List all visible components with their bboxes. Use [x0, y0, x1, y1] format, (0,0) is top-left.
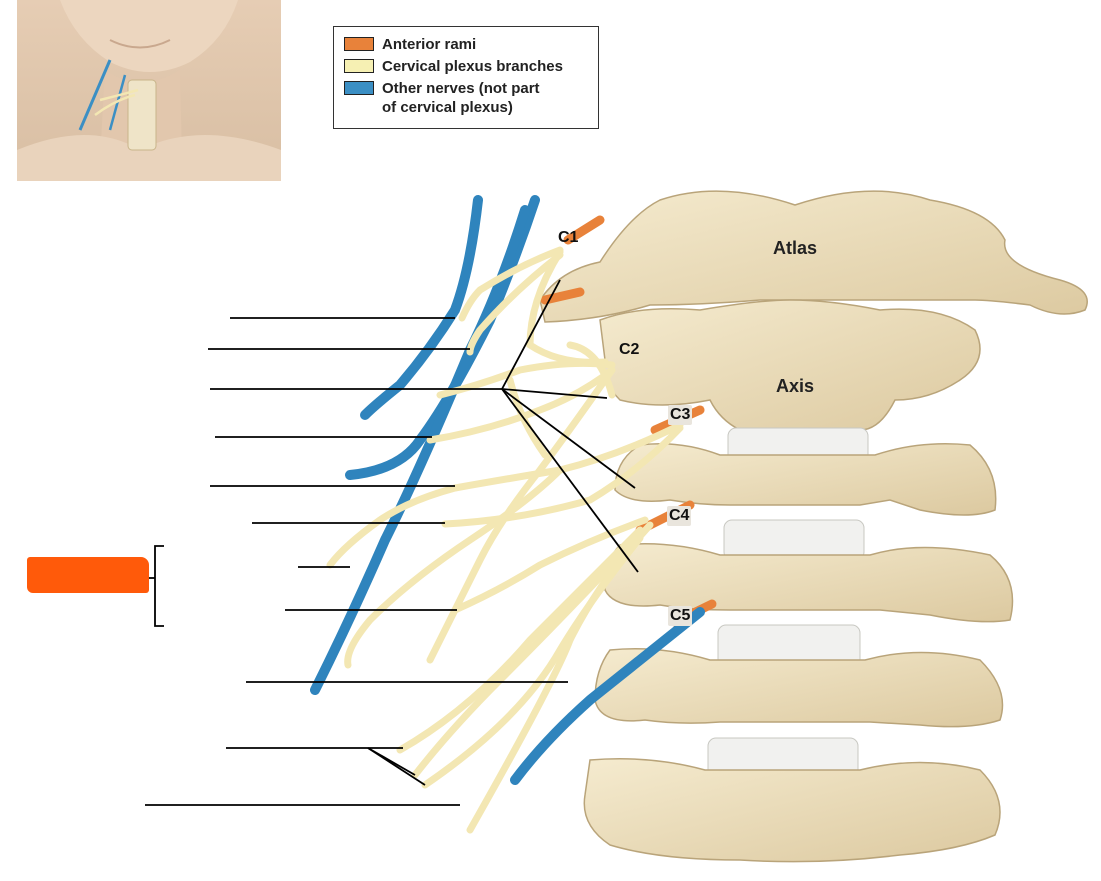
- neck-thumbnail-icon: [17, 0, 281, 181]
- level-label-c4: C4: [667, 506, 692, 526]
- bracket: [149, 545, 164, 627]
- level-label-c2: C2: [619, 341, 640, 358]
- legend-label: Anterior rami: [382, 36, 477, 53]
- legend-item-other-nerves: Other nerves (not part of cervical plexu…: [344, 79, 540, 117]
- legend-item-cervical-plexus: Cervical plexus branches: [344, 57, 563, 76]
- level-label-c1: C1: [558, 229, 579, 246]
- vertebral-column: [539, 190, 1088, 863]
- other-nerves: [310, 195, 705, 785]
- level-label-c3: C3: [668, 405, 693, 425]
- redaction-box: [27, 557, 149, 593]
- legend-swatch-blue: [344, 81, 374, 95]
- axis-label: Axis: [776, 376, 815, 396]
- legend-item-anterior-rami: Anterior rami: [344, 35, 476, 54]
- atlas-label: Atlas: [773, 238, 818, 258]
- legend-label: Cervical plexus branches: [382, 58, 563, 75]
- legend-label: Other nerves (not part of cervical plexu…: [382, 80, 540, 116]
- leader-lines: [145, 279, 639, 806]
- legend: Anterior rami Cervical plexus branches O…: [333, 26, 599, 129]
- legend-swatch-yellow: [344, 59, 374, 73]
- level-label-c5: C5: [668, 606, 693, 626]
- legend-swatch-orange: [344, 37, 374, 51]
